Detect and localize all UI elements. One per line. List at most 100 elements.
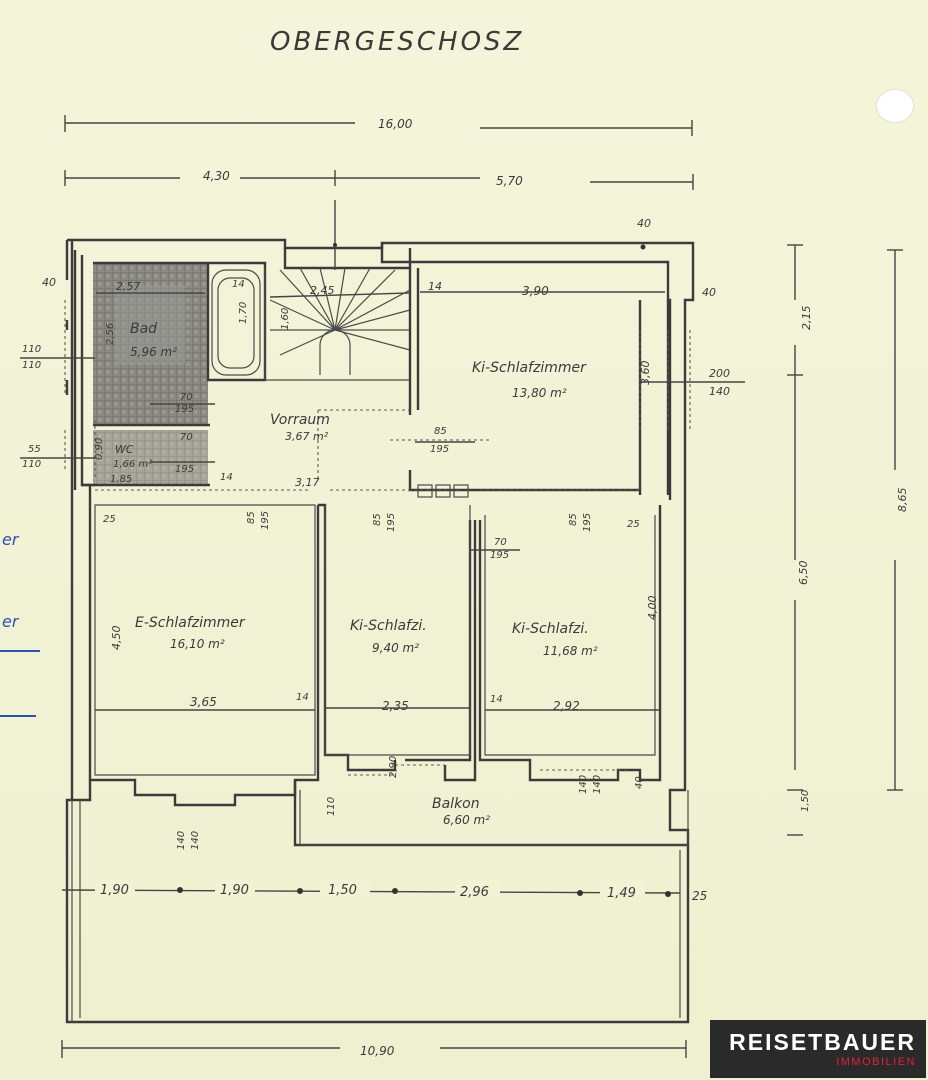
bathtub [211, 269, 261, 376]
bottom-dimensions: 1,90 1,90 1,50 2,96 1,49 25 10,90 [61, 880, 707, 1058]
dim-left-40: 40 [42, 276, 56, 289]
dim-ki-h: 3,60 [639, 361, 652, 386]
dim-k1-195: 195 [386, 513, 397, 532]
margin-note: er [2, 612, 19, 631]
dim-top-right: 5,70 [496, 174, 523, 188]
dim-k2-195: 195 [582, 513, 593, 532]
dim-bottom-total: 10,90 [360, 1044, 395, 1058]
room-ki-schlafzimmer-area: 13,80 m² [512, 386, 567, 400]
room-ki-schlafzimmer-name: Ki-Schlafzimmer [472, 360, 587, 376]
dim-seg-6: 25 [692, 889, 707, 903]
dim-balk-140a: 140 [578, 775, 589, 794]
room-bad-area: 5,96 m² [130, 345, 177, 359]
room-vorraum-area: 3,67 m² [285, 430, 329, 443]
dim-stair-w: 2,45 [310, 284, 335, 297]
dim-seg-3: 1,50 [328, 883, 357, 898]
dim-right-upper: 2,15 [800, 306, 813, 331]
dim-seg-1: 1,90 [100, 883, 129, 898]
top-dimensions: 16,00 4,30 5,70 [64, 115, 694, 190]
dim-wc-195: 195 [175, 464, 194, 475]
dim-tub-h: 1,70 [238, 302, 249, 324]
dim-low-140a: 140 [176, 831, 187, 850]
ink-underline [0, 715, 36, 717]
room-vorraum-name: Vorraum [270, 412, 330, 428]
dim-tub-14: 14 [232, 279, 245, 290]
right-dimensions: 2,15 6,50 1,50 8,65 [787, 244, 909, 836]
plan-title: OBERGESCHOSZ [270, 27, 524, 57]
room-balkon-area: 6,60 m² [443, 813, 490, 827]
punch-hole [877, 90, 913, 122]
dim-seg-4: 2,96 [460, 885, 489, 900]
dim-top-left: 4,30 [203, 169, 230, 183]
dim-wc-h: 0,90 [94, 438, 105, 460]
dim-e-85: 85 [246, 511, 257, 524]
inner-dimensions: 2,57 2,56 2,45 1,60 14 1,70 14 3,90 3,60… [20, 217, 745, 850]
dim-bad-70: 70 [180, 392, 193, 403]
dim-200: 200 [709, 367, 730, 380]
logo-subtitle: IMMOBILIEN [836, 1056, 916, 1068]
dim-door-70: 70 [494, 537, 507, 548]
dim-e-h: 4,50 [110, 626, 123, 651]
dim-balk-40: 40 [634, 776, 645, 789]
dim-ki-w: 3,90 [522, 284, 549, 298]
room-ki-schlafzi-2-area: 11,68 m² [543, 644, 598, 658]
dim-k1-w: 2,35 [382, 699, 409, 713]
dim-bad-195: 195 [175, 404, 194, 415]
dim-140: 140 [709, 385, 730, 398]
dim-seg-2: 1,90 [220, 883, 249, 898]
dim-k2-14: 14 [490, 694, 503, 705]
dim-vorraum-85: 85 [434, 426, 447, 437]
dim-right-mid: 6,50 [797, 561, 810, 586]
chimney-block [417, 484, 469, 498]
dim-k2-h: 4,00 [646, 596, 659, 621]
dim-right-low: 1,50 [800, 790, 811, 812]
dim-balk-140b: 140 [592, 775, 603, 794]
dim-e-14: 14 [296, 692, 309, 703]
dim-left-110b: 110 [22, 360, 41, 371]
room-ki-schlafzi-1-name: Ki-Schlafzi. [350, 618, 427, 634]
dim-left-110a: 110 [22, 344, 41, 355]
room-wc-area: 1,66 m² [113, 459, 152, 470]
margin-note: er [2, 530, 19, 549]
dim-wc-14: 14 [220, 472, 233, 483]
dim-k2-w: 2,92 [553, 699, 580, 713]
room-balkon-name: Balkon [432, 796, 480, 812]
room-labels: Bad 5,96 m² WC 1,66 m² Vorraum 3,67 m² K… [113, 321, 598, 827]
dim-wc-70: 70 [180, 432, 193, 443]
dim-left-110c: 110 [22, 459, 41, 470]
dim-top-40: 40 [637, 217, 651, 230]
staircase [264, 200, 411, 381]
dim-k2-85: 85 [568, 513, 579, 526]
dim-k2-25: 25 [627, 519, 640, 530]
dim-right-total: 8,65 [896, 488, 909, 513]
logo-name: REISETBAUER [729, 1029, 916, 1055]
dim-bad-w: 2,57 [116, 280, 141, 293]
dim-stair-h: 1,60 [280, 308, 291, 330]
outer-walls [65, 238, 695, 1024]
room-ki-schlafzi-2-name: Ki-Schlafzi. [512, 621, 589, 637]
dim-balk-110: 110 [326, 797, 337, 816]
dim-top-total: 16,00 [378, 117, 413, 131]
dim-ki-14: 14 [428, 280, 442, 293]
room-wc-name: WC [115, 443, 134, 456]
dim-bad-h: 2,56 [105, 323, 116, 345]
company-logo: REISETBAUER IMMOBILIEN [710, 1020, 926, 1078]
dim-vorraum-w: 3,17 [295, 476, 320, 489]
room-e-schlafzimmer-name: E-Schlafzimmer [135, 615, 246, 631]
dim-door-195: 195 [490, 550, 509, 561]
room-bad-name: Bad [130, 321, 157, 337]
wc-tile-area [93, 430, 208, 485]
dim-vorraum-195: 195 [430, 444, 449, 455]
dim-left-55: 55 [28, 444, 41, 455]
ink-underline [0, 650, 40, 652]
dim-seg-5: 1,49 [607, 886, 636, 901]
dim-e-w: 3,65 [190, 695, 217, 709]
dim-balk-290: 2,90 [388, 756, 399, 778]
room-e-schlafzimmer-area: 16,10 m² [170, 637, 225, 651]
room-ki-schlafzi-1-area: 9,40 m² [372, 641, 419, 655]
dim-low-140b: 140 [190, 831, 201, 850]
dim-e-195: 195 [260, 511, 271, 530]
dim-right-40: 40 [702, 286, 716, 299]
